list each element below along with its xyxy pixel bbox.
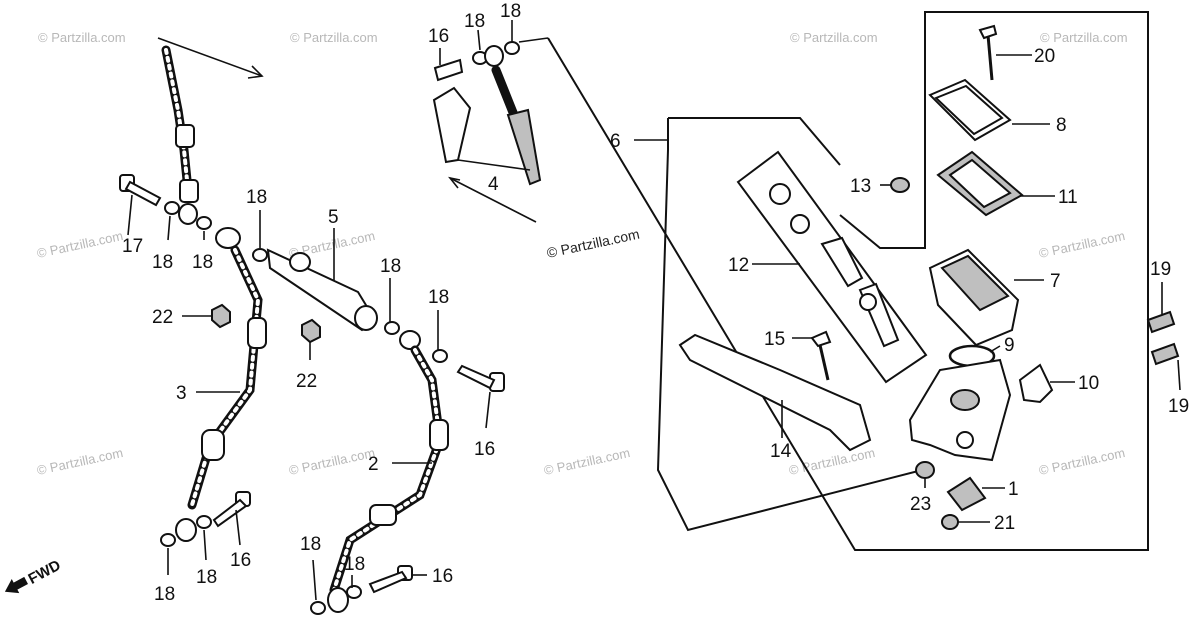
leader-lines — [127, 20, 1181, 601]
watermark: © Partzilla.com — [790, 30, 878, 45]
callout-12: 12 — [728, 255, 749, 276]
callout-18-c: 18 — [152, 252, 173, 273]
callout-16-lower-right: 16 — [432, 566, 453, 587]
callout-18-b: 18 — [500, 1, 521, 22]
watermark: © Partzilla.com — [543, 445, 632, 478]
callout-16-lower-left: 16 — [230, 550, 251, 571]
callout-9: 9 — [1004, 335, 1015, 356]
fwd-label: FWD — [25, 557, 63, 588]
callout-18-a: 18 — [464, 11, 485, 32]
callout-18-j: 18 — [300, 534, 321, 555]
callout-19-top: 19 — [1150, 259, 1171, 280]
callout-18-d: 18 — [192, 252, 213, 273]
watermark: © Partzilla.com — [545, 226, 641, 261]
callout-20: 20 — [1034, 46, 1055, 67]
callout-18-g: 18 — [428, 287, 449, 308]
brake-hose-joint-assembly — [252, 248, 505, 615]
callout-22-left: 22 — [152, 307, 173, 328]
callout-13: 13 — [850, 176, 871, 197]
callout-18-i: 18 — [196, 567, 217, 588]
callout-18-k: 18 — [344, 554, 365, 575]
callout-8: 8 — [1056, 115, 1067, 136]
callout-10: 10 — [1078, 373, 1099, 394]
callout-22-middle: 22 — [296, 371, 317, 392]
callout-5: 5 — [328, 207, 339, 228]
callout-16-middle: 16 — [474, 439, 495, 460]
watermark: © Partzilla.com — [290, 30, 378, 45]
watermark: © Partzilla.com — [38, 30, 126, 45]
callout-1: 1 — [1008, 479, 1019, 500]
callout-6: 6 — [610, 131, 621, 152]
callout-18-f: 18 — [380, 256, 401, 277]
callout-14: 14 — [770, 441, 792, 462]
callout-16-top: 16 — [428, 26, 449, 47]
callout-11: 11 — [1058, 187, 1078, 208]
callout-21: 21 — [994, 513, 1015, 534]
callout-3: 3 — [176, 383, 187, 404]
callout-17: 17 — [122, 236, 143, 257]
forward-direction-indicator: FWD — [4, 557, 64, 594]
callout-23: 23 — [910, 494, 931, 515]
callout-18-h: 18 — [154, 584, 175, 605]
watermark: © Partzilla.com — [36, 228, 125, 261]
callout-labels: 1 2 3 4 5 6 7 8 9 10 11 12 13 14 15 16 1… — [122, 1, 1189, 605]
watermark: © Partzilla.com — [288, 445, 377, 478]
watermark: © Partzilla.com — [1040, 30, 1128, 45]
callout-4: 4 — [488, 174, 499, 195]
callout-2: 2 — [368, 454, 379, 475]
callout-7: 7 — [1050, 271, 1061, 292]
callout-15: 15 — [764, 329, 785, 350]
watermark: © Partzilla.com — [1038, 228, 1127, 261]
callout-19-bottom: 19 — [1168, 396, 1189, 417]
master-cylinder-parts — [678, 24, 1180, 530]
left-brake-hose-assembly — [119, 37, 267, 547]
callout-18-e: 18 — [246, 187, 267, 208]
watermark: © Partzilla.com — [36, 445, 125, 478]
watermark: © Partzilla.com — [1038, 445, 1127, 478]
